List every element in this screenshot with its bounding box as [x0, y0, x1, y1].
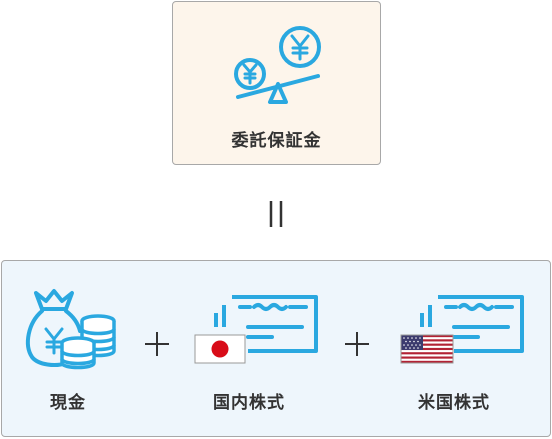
margin-deposit-card: 委託保証金	[172, 1, 381, 165]
japan-flag-icon	[194, 334, 246, 364]
us-stock-certificate-icon	[400, 295, 524, 364]
margin-deposit-label: 委託保証金	[231, 131, 322, 151]
cash-label: 現金	[50, 393, 86, 413]
yen-coins-scale-icon	[234, 26, 321, 104]
plus-sign-2	[345, 332, 369, 356]
domestic-stock-label: 国内株式	[213, 393, 285, 413]
equals-sign	[269, 201, 283, 227]
us-flag-icon	[400, 334, 454, 364]
us-stock-label: 米国株式	[418, 393, 490, 413]
components-panel: 現金 国内株式	[1, 260, 551, 437]
domestic-stock-certificate-icon	[194, 295, 318, 364]
plus-sign-1	[145, 332, 169, 356]
cash-moneybag-icon	[25, 289, 116, 370]
